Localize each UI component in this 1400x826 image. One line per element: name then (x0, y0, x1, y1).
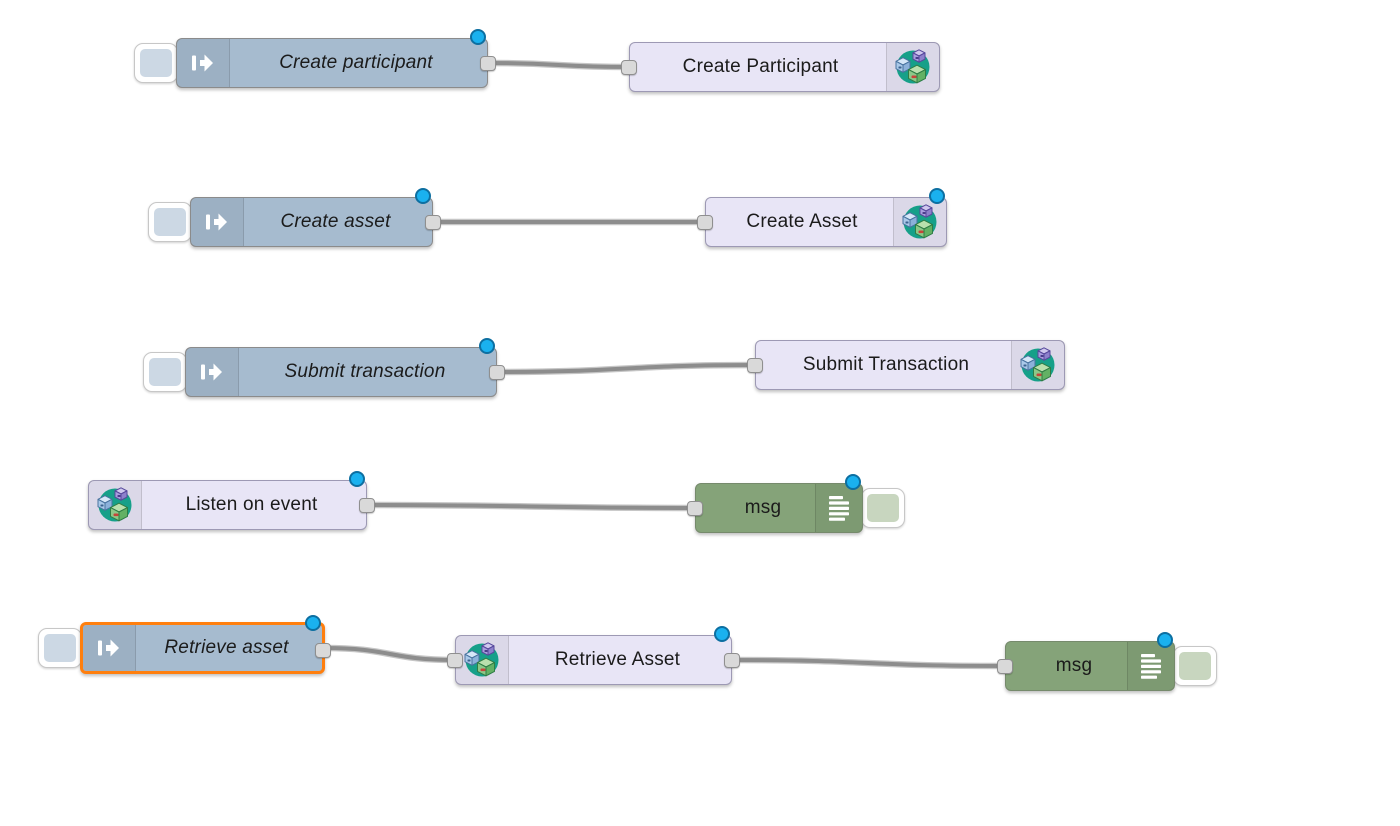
debug-node-debug-msg-2[interactable]: msg (997, 632, 1175, 691)
debug-node-debug-msg-1[interactable]: msg (687, 474, 863, 533)
inject-button[interactable] (38, 628, 82, 668)
node-icon-region (456, 636, 509, 684)
hyperledger-composer-icon (1016, 343, 1060, 387)
inject-node-inject-create-participant[interactable]: Create participant (176, 29, 496, 88)
changed-indicator (845, 474, 861, 490)
node-icon-region (1011, 341, 1064, 389)
changed-indicator (415, 188, 431, 204)
node-icon-region (83, 625, 136, 671)
inject-button[interactable] (148, 202, 192, 242)
debug-list-icon (1138, 651, 1164, 682)
inject-button-face (140, 49, 172, 77)
inject-button-face (149, 358, 181, 386)
debug-list-icon (826, 493, 852, 524)
inject-node-inject-retrieve-asset[interactable]: Retrieve asset (80, 615, 331, 674)
node-label: Create Asset (746, 211, 858, 232)
node-icon-region (191, 198, 244, 246)
inject-button-face (154, 208, 186, 236)
debug-toggle-face (1179, 652, 1211, 680)
hyperledger-composer-icon (898, 200, 942, 244)
node-icon-region (186, 348, 239, 396)
node-icon-region (177, 39, 230, 87)
composer-node-retrieve-asset[interactable]: Retrieve Asset (447, 626, 740, 685)
output-port[interactable] (724, 653, 740, 668)
input-port[interactable] (621, 60, 637, 75)
node-icon-region (886, 43, 939, 91)
output-port[interactable] (315, 643, 331, 658)
composer-node-create-asset[interactable]: Create Asset (697, 188, 947, 247)
node-icon-region (89, 481, 142, 529)
composer-node-create-participant[interactable]: Create Participant (621, 42, 940, 92)
debug-toggle-button[interactable] (861, 488, 905, 528)
node-label: msg (1055, 655, 1093, 676)
composer-node-submit-transaction[interactable]: Submit Transaction (747, 340, 1065, 390)
wire[interactable] (495, 363, 757, 374)
output-port[interactable] (480, 56, 496, 71)
inject-node-inject-create-asset[interactable]: Create asset (190, 188, 441, 247)
node-label: Create Participant (682, 56, 839, 77)
debug-toggle-button[interactable] (1173, 646, 1217, 686)
inject-arrow-icon (203, 208, 231, 236)
node-icon-region (815, 484, 862, 532)
node-label: msg (744, 497, 782, 518)
changed-indicator (929, 188, 945, 204)
changed-indicator (479, 338, 495, 354)
changed-indicator (1157, 632, 1173, 648)
node-icon-region (1127, 642, 1174, 690)
changed-indicator (470, 29, 486, 45)
wire[interactable] (365, 503, 697, 510)
node-label: Retrieve asset (164, 637, 289, 658)
output-port[interactable] (425, 215, 441, 230)
inject-arrow-icon (95, 634, 123, 662)
changed-indicator (349, 471, 365, 487)
output-port[interactable] (359, 498, 375, 513)
composer-node-listen-on-event[interactable]: Listen on event (88, 471, 375, 530)
inject-arrow-icon (198, 358, 226, 386)
input-port[interactable] (747, 358, 763, 373)
input-port[interactable] (697, 215, 713, 230)
inject-button-face (44, 634, 76, 662)
wire[interactable] (486, 61, 631, 69)
inject-button[interactable] (143, 352, 187, 392)
inject-node-inject-submit-transaction[interactable]: Submit transaction (185, 338, 505, 397)
inject-arrow-icon (189, 49, 217, 77)
node-label: Retrieve Asset (554, 649, 681, 670)
debug-toggle-face (867, 494, 899, 522)
node-label: Create participant (279, 52, 433, 73)
input-port[interactable] (687, 501, 703, 516)
output-port[interactable] (489, 365, 505, 380)
input-port[interactable] (997, 659, 1013, 674)
node-label: Listen on event (185, 494, 318, 515)
input-port[interactable] (447, 653, 463, 668)
node-label: Submit transaction (284, 361, 446, 382)
wire[interactable] (323, 646, 457, 662)
node-label: Submit Transaction (802, 354, 970, 375)
hyperledger-composer-icon (93, 483, 137, 527)
changed-indicator (305, 615, 321, 631)
inject-button[interactable] (134, 43, 178, 83)
hyperledger-composer-icon (460, 638, 504, 682)
changed-indicator (714, 626, 730, 642)
wire[interactable] (730, 658, 1007, 668)
hyperledger-composer-icon (891, 45, 935, 89)
node-icon-region (893, 198, 946, 246)
node-label: Create asset (280, 211, 391, 232)
